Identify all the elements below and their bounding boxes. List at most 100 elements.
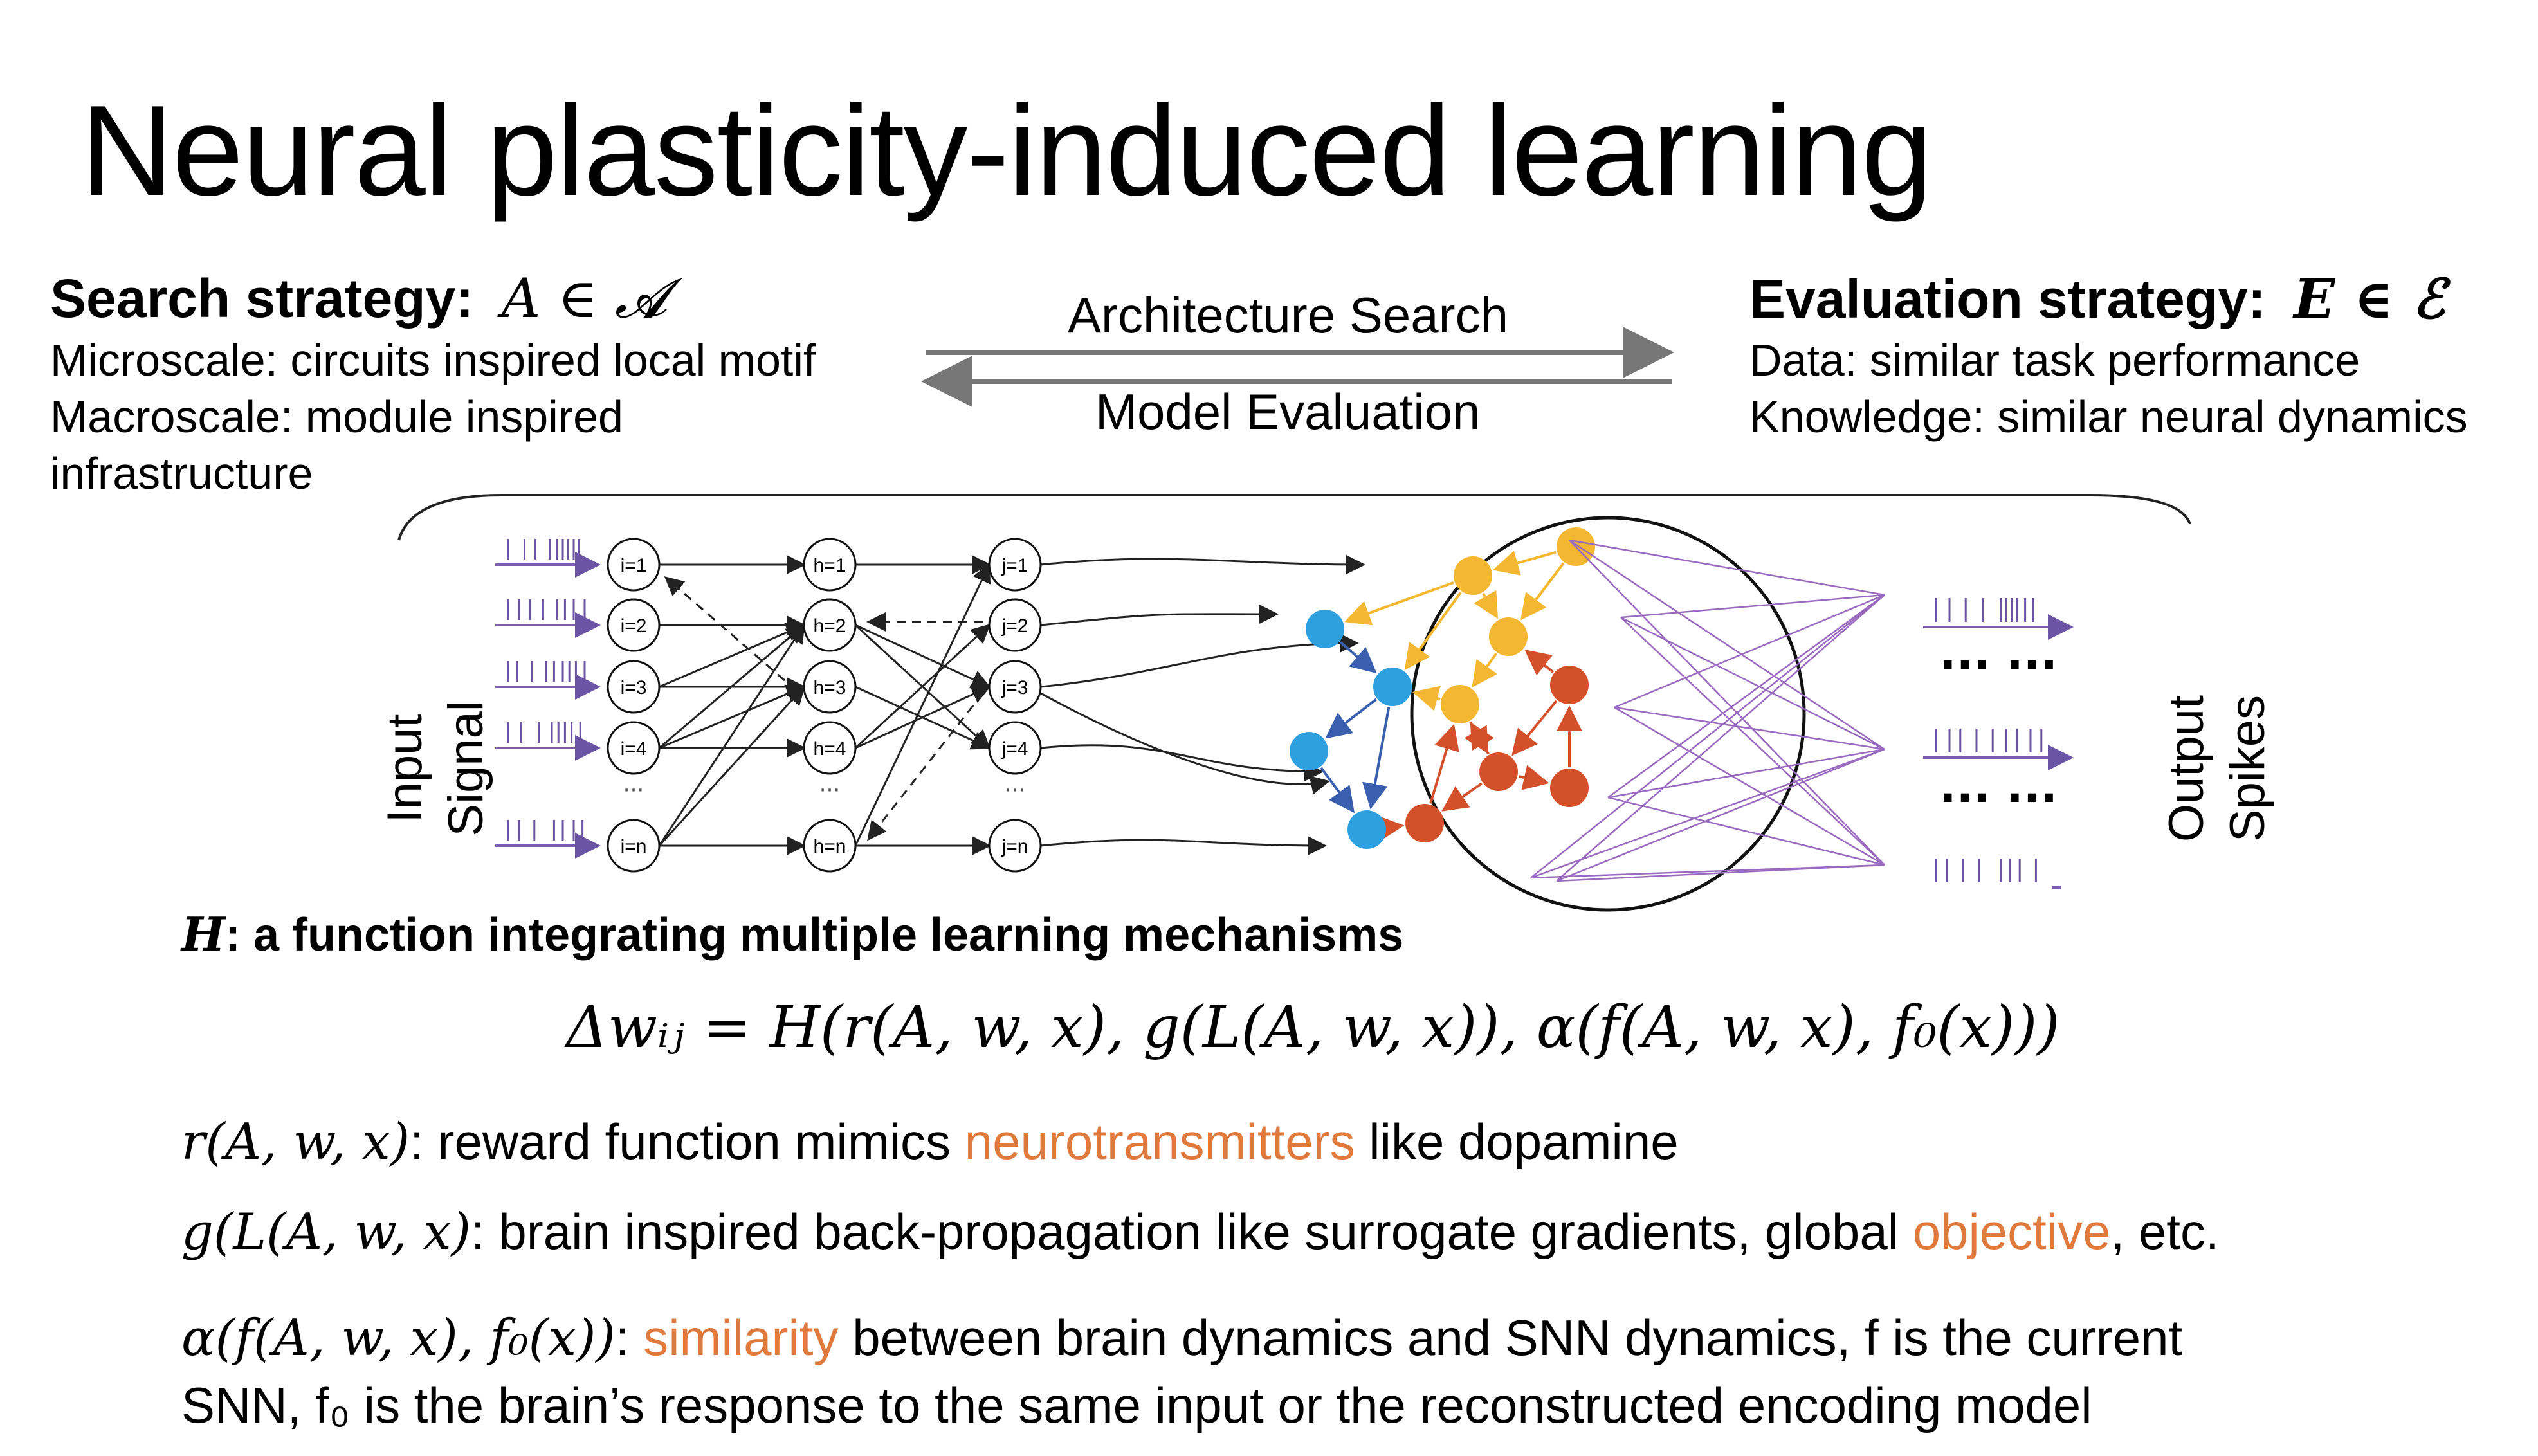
term-reward: r(A, w, x): reward function mimics neuro… bbox=[181, 1113, 1679, 1171]
h-definition-text: : a function integrating multiple learni… bbox=[225, 909, 1404, 961]
circuit-edge bbox=[1441, 782, 1483, 812]
layer-nodes: i=1i=2i=3i=4i=nh=1h=2h=3h=4h=nj=1j=2j=3j… bbox=[607, 538, 1042, 873]
recurrent-circuit-boundary bbox=[1410, 516, 1806, 912]
term-reward-math: r(A, w, x) bbox=[181, 1113, 410, 1171]
circuit-edge bbox=[1377, 815, 1405, 841]
readout-line bbox=[1569, 539, 1885, 751]
term-gradient-after: , etc. bbox=[2110, 1203, 2220, 1260]
input-signal-label: Input Signal bbox=[378, 700, 493, 836]
circuit-edge bbox=[1412, 686, 1441, 711]
recurrent-circuit bbox=[1290, 527, 1595, 849]
connection-arrow bbox=[659, 623, 806, 688]
connection-arrow bbox=[854, 624, 991, 750]
layer-node-label: h=2 bbox=[814, 615, 846, 637]
layer-ellipses: ········· bbox=[623, 778, 1025, 803]
layer-ellipsis: ··· bbox=[1005, 778, 1025, 803]
layer-node-label: h=4 bbox=[814, 738, 846, 760]
readout-line bbox=[1614, 706, 1885, 866]
circuit-edge bbox=[1325, 698, 1377, 739]
weight-update-formula: Δwᵢⱼ = H(r(A, w, x), g(L(A, w, x)), α(f(… bbox=[566, 994, 2060, 1061]
readout-line bbox=[1620, 594, 1885, 619]
readout-line bbox=[1607, 796, 1885, 866]
readout-line bbox=[1530, 748, 1885, 879]
layer-node bbox=[988, 598, 1042, 652]
connection-arrow bbox=[855, 685, 991, 749]
output-label-line-1: Output bbox=[2159, 695, 2214, 842]
layer-node bbox=[607, 598, 661, 652]
h-definition: H: a function integrating multiple learn… bbox=[181, 907, 1403, 961]
layer-node-label: j=4 bbox=[1001, 738, 1028, 760]
circuit-edge bbox=[1404, 591, 1462, 671]
circuit-edge bbox=[1344, 581, 1454, 626]
diagram-bracket bbox=[397, 494, 2191, 541]
circuit-neuron bbox=[1441, 685, 1479, 723]
term-gradient: g(L(A, w, x): brain inspired back-propag… bbox=[181, 1203, 2220, 1261]
term-similarity-before: : bbox=[615, 1309, 644, 1366]
connection-arrow bbox=[854, 563, 991, 846]
layer-node-label: j=2 bbox=[1001, 615, 1028, 637]
layer-to-circuit-arrow bbox=[1040, 604, 1279, 626]
layer-node-label: h=3 bbox=[814, 677, 846, 698]
circuit-edge bbox=[1492, 551, 1557, 576]
connection-arrow bbox=[659, 684, 806, 749]
circuit-neuron bbox=[1454, 556, 1492, 595]
readout-line bbox=[1620, 616, 1885, 751]
connection-arrow bbox=[659, 624, 806, 749]
layer-node bbox=[803, 598, 857, 652]
architecture-search-label: Architecture Search bbox=[1068, 287, 1508, 343]
readout-line bbox=[1607, 594, 1885, 799]
layer-node-label: h=1 bbox=[814, 555, 846, 576]
term-similarity-line2: SNN, f₀ is the brain’s response to the s… bbox=[181, 1377, 2092, 1433]
layer-node-label: j=n bbox=[1001, 836, 1028, 857]
circuit-neuron bbox=[1373, 668, 1412, 706]
circuit-edge bbox=[1429, 723, 1459, 804]
evaluation-strategy-heading: Evaluation strategy: E ∈ ℰ bbox=[1749, 267, 2445, 331]
circuit-edge bbox=[1518, 765, 1549, 790]
output-label-line-2: Spikes bbox=[2220, 695, 2275, 842]
output-spikes-label: Output Spikes bbox=[2159, 695, 2275, 842]
search-strategy-label: Search strategy: bbox=[50, 268, 474, 329]
layer-node bbox=[988, 819, 1042, 873]
term-similarity-highlight: similarity bbox=[643, 1309, 839, 1366]
output-ellipsis-1: ··· ··· bbox=[1939, 639, 2058, 691]
term-reward-highlight: neurotransmitters bbox=[964, 1113, 1355, 1170]
layer-node bbox=[607, 538, 661, 592]
layer-node-label: h=n bbox=[814, 836, 846, 857]
layer-ellipsis: ··· bbox=[623, 778, 644, 803]
input-label-line-2: Signal bbox=[439, 700, 493, 836]
term-reward-after: like dopamine bbox=[1355, 1113, 1679, 1170]
layer-node bbox=[803, 660, 857, 714]
output-spike-trains bbox=[1923, 598, 2074, 889]
layer-to-circuit-arrow bbox=[1040, 744, 1324, 781]
term-similarity: α(f(A, w, x), f₀(x)): similarity between… bbox=[181, 1309, 2182, 1367]
readout-line bbox=[1614, 594, 1885, 709]
layer-node bbox=[988, 660, 1042, 714]
layer-node bbox=[803, 819, 857, 873]
evaluation-line-1: Data: similar task performance bbox=[1749, 335, 2360, 385]
layer-node-label: i=1 bbox=[621, 555, 647, 576]
layer-to-circuit-arrow bbox=[1040, 554, 1365, 574]
circuit-neuron bbox=[1550, 769, 1589, 807]
circuit-neuron bbox=[1306, 610, 1344, 648]
circuit-edge bbox=[1472, 652, 1498, 687]
circuit-neuron bbox=[1479, 752, 1518, 791]
layer-to-circuit-arrow bbox=[1040, 692, 1330, 795]
circuit-edge bbox=[1520, 562, 1565, 621]
term-similarity-after: between brain dynamics and SNN dynamics,… bbox=[838, 1309, 2183, 1366]
circuit-edge bbox=[1470, 722, 1495, 755]
readout-line bbox=[1530, 864, 1885, 879]
readout-line bbox=[1614, 706, 1885, 751]
readout-line bbox=[1569, 540, 1885, 866]
layer-node bbox=[607, 660, 661, 714]
search-line-3: infrastructure bbox=[50, 448, 313, 498]
readout-line bbox=[1556, 748, 1885, 882]
term-gradient-highlight: objective bbox=[1912, 1203, 2111, 1260]
term-gradient-before: : brain inspired back-propagation like s… bbox=[471, 1203, 1913, 1260]
layer-node-label: j=3 bbox=[1001, 677, 1028, 698]
input-spike-trains bbox=[495, 539, 601, 859]
term-similarity-math: α(f(A, w, x), f₀(x)) bbox=[181, 1309, 616, 1367]
term-gradient-math: g(L(A, w, x) bbox=[181, 1203, 471, 1261]
connection-arrow bbox=[664, 576, 785, 682]
layer-node-label: j=1 bbox=[1001, 555, 1028, 576]
